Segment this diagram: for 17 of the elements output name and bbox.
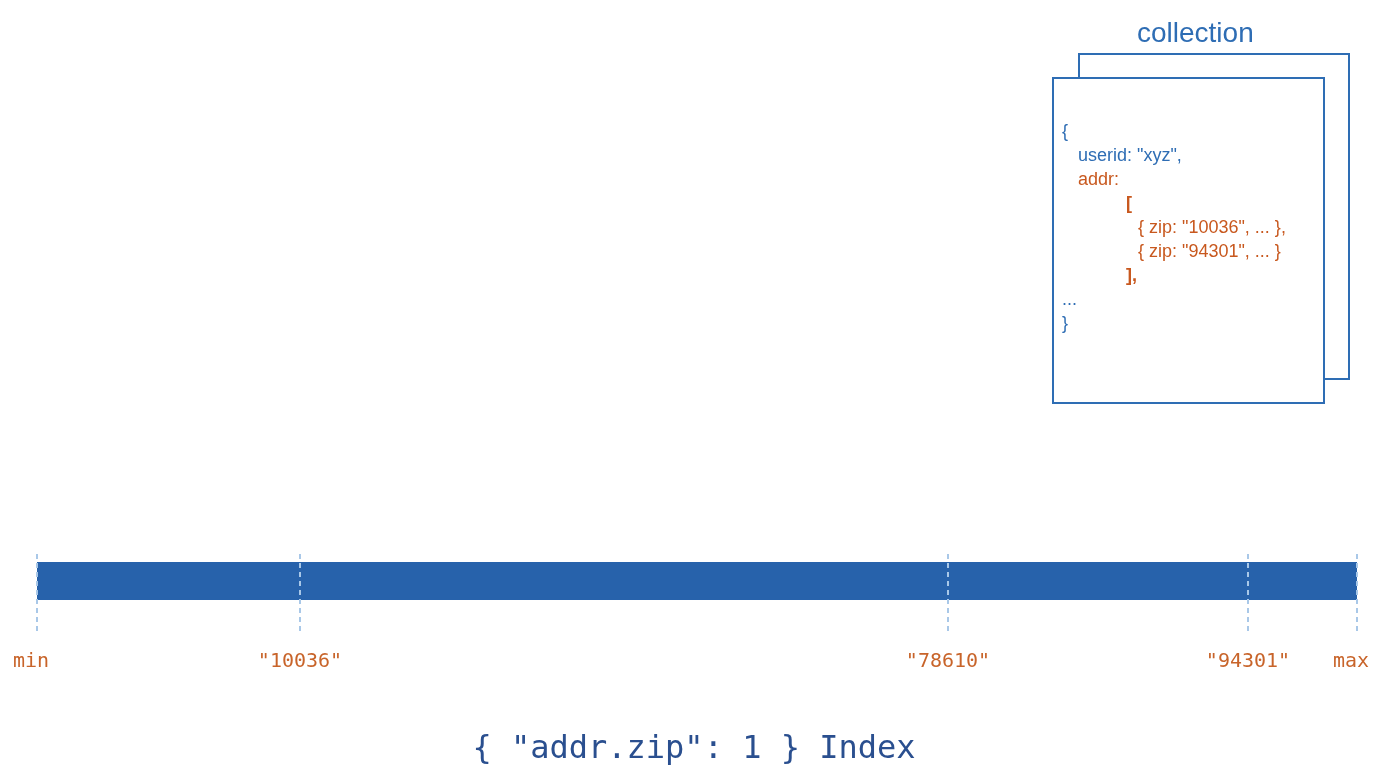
code-line: addr: [1078,168,1120,190]
tick-label: "10036" [257,648,343,672]
index-bar [37,562,1357,600]
heading: collection [1137,17,1254,49]
code-line: ... [1062,288,1077,310]
code-line: { zip: "10036", ... }, [1138,216,1286,238]
code-line: { [1062,120,1068,142]
code-line: { zip: "94301", ... } [1138,240,1281,262]
tick-label: "94301" [1205,648,1291,672]
tick-label: "78610" [905,648,991,672]
caption: { "addr.zip": 1 } Index [472,728,916,766]
code-line: [ [1126,192,1132,214]
code-line: } [1062,312,1068,334]
code-line: userid: "xyz", [1078,144,1182,166]
code-line: ], [1126,264,1137,286]
tick-label: max [1332,648,1370,672]
tick-label: min [12,648,50,672]
